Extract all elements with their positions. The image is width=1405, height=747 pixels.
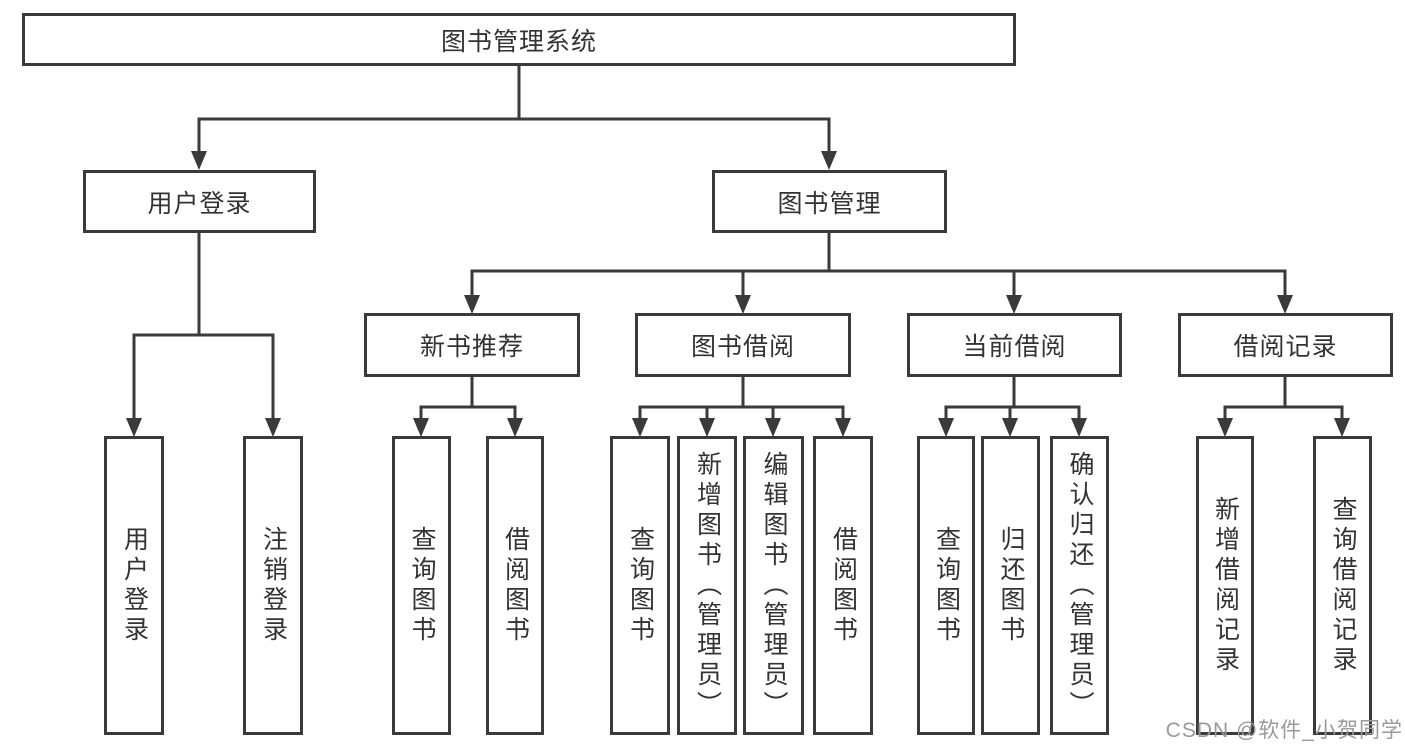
node-current-borrow: 当前借阅 <box>907 313 1122 377</box>
leaf-cb-query-books: 查询图书 <box>917 436 975 735</box>
node-label: 新书推荐 <box>419 333 524 361</box>
node-borrow-record: 借阅记录 <box>1178 313 1393 377</box>
node-label: 查询图书 <box>932 525 961 646</box>
branch-new-book-rec <box>413 377 523 437</box>
node-label: 用户登录 <box>147 189 252 218</box>
leaf-rec-borrow-books: 借阅图书 <box>486 436 544 735</box>
node-label: 新增借阅记录 <box>1211 495 1240 676</box>
node-label: 借阅图书 <box>501 525 530 646</box>
leaf-rec-query-books: 查询图书 <box>392 436 451 735</box>
leaf-user-login: 用户登录 <box>104 436 164 735</box>
branch-user-login <box>126 233 281 437</box>
node-label: 图书管理 <box>777 189 882 218</box>
node-label: 图书管理系统 <box>440 27 597 56</box>
node-label: 当前借阅 <box>962 333 1067 361</box>
branch-book-mgmt <box>464 233 1293 314</box>
node-label: 注销登录 <box>259 525 288 646</box>
node-new-book-recommend: 新书推荐 <box>364 313 580 377</box>
leaf-cb-confirm-return-admin: 确认归还（管理员） <box>1050 436 1109 735</box>
branch-book-borrow <box>632 377 851 437</box>
node-label: 确认归还（管理员） <box>1066 450 1094 721</box>
node-book-borrow: 图书借阅 <box>635 313 851 377</box>
node-label: 查询图书 <box>408 525 436 646</box>
node-label: 查询借阅记录 <box>1329 495 1357 676</box>
node-label: 查询图书 <box>626 525 655 646</box>
leaf-bb-borrow-books: 借阅图书 <box>813 436 873 735</box>
node-label: 借阅记录 <box>1233 333 1338 361</box>
leaf-bb-add-books-admin: 新增图书（管理员） <box>677 436 737 735</box>
csdn-watermark: CSDN @软件_小贺同学 <box>1165 719 1403 742</box>
leaf-cb-return-books: 归还图书 <box>981 436 1040 735</box>
leaf-logout: 注销登录 <box>243 436 303 735</box>
node-label: 用户登录 <box>120 525 149 646</box>
node-label: 编辑图书（管理员） <box>760 450 788 721</box>
node-user-login: 用户登录 <box>83 170 316 233</box>
branch-root <box>191 66 837 170</box>
leaf-br-add-record: 新增借阅记录 <box>1196 436 1254 735</box>
branch-current-borrow <box>938 377 1087 437</box>
node-label: 借阅图书 <box>829 525 858 646</box>
leaf-bb-query-books: 查询图书 <box>610 436 670 735</box>
node-label: 新增图书（管理员） <box>693 450 722 721</box>
node-label: 归还图书 <box>997 525 1025 646</box>
leaf-br-query-record: 查询借阅记录 <box>1313 436 1372 735</box>
node-book-management: 图书管理 <box>712 170 947 233</box>
leaf-bb-edit-books-admin: 编辑图书（管理员） <box>743 436 804 735</box>
node-label: 图书借阅 <box>690 333 795 361</box>
node-library-system: 图书管理系统 <box>22 13 1016 66</box>
branch-borrow-record <box>1217 377 1350 437</box>
